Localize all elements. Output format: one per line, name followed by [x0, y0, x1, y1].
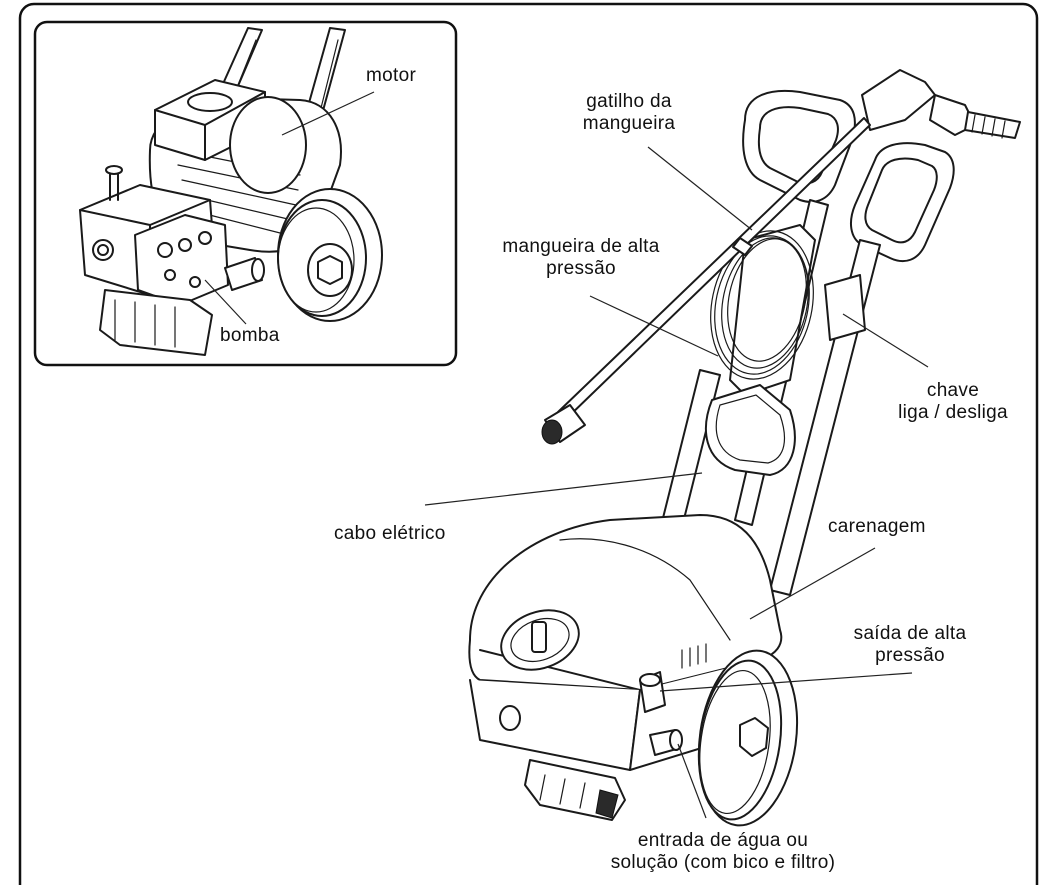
label-motor-text: motor — [366, 65, 417, 86]
label-saida-line2: pressão — [875, 645, 945, 666]
label-bomba: bomba — [220, 325, 280, 347]
label-chave-line2: liga / desliga — [898, 402, 1008, 423]
leader-saida — [659, 672, 913, 692]
label-chave: chave liga / desliga — [890, 380, 1016, 424]
outer-frame — [18, 2, 1039, 890]
label-gatilho-line2: mangueira — [582, 113, 676, 134]
label-mangueira: mangueira de alta pressão — [476, 236, 686, 280]
label-saida: saída de alta pressão — [828, 623, 992, 667]
main-machine-drawing — [468, 69, 1021, 827]
inset-motor-pump-drawing — [79, 27, 383, 356]
label-gatilho-line1: gatilho da — [586, 91, 672, 112]
label-gatilho: gatilho da mangueira — [556, 91, 702, 135]
label-entrada-line2: solução (com bico e filtro) — [610, 852, 836, 873]
label-cabo: cabo elétrico — [334, 523, 446, 545]
leader-gatilho — [647, 146, 753, 231]
leader-bomba — [204, 279, 247, 325]
label-carenagem: carenagem — [828, 516, 926, 538]
label-saida-line1: saída de alta — [853, 623, 967, 644]
label-mangueira-line2: pressão — [546, 258, 616, 279]
label-cabo-text: cabo elétrico — [334, 523, 446, 544]
leader-chave — [842, 313, 929, 368]
leader-motor — [281, 91, 375, 136]
label-carenagem-text: carenagem — [828, 516, 926, 537]
label-mangueira-line1: mangueira de alta — [502, 236, 660, 257]
leader-mangueira — [589, 295, 719, 357]
leader-carenagem — [749, 547, 876, 620]
leader-entrada — [677, 743, 707, 819]
label-bomba-text: bomba — [220, 325, 280, 346]
label-chave-line1: chave — [926, 380, 980, 401]
label-entrada-line1: entrada de água ou — [637, 830, 809, 851]
leader-cabo — [424, 472, 703, 506]
label-entrada: entrada de água ou solução (com bico e f… — [596, 830, 850, 874]
label-motor: motor — [366, 65, 416, 87]
